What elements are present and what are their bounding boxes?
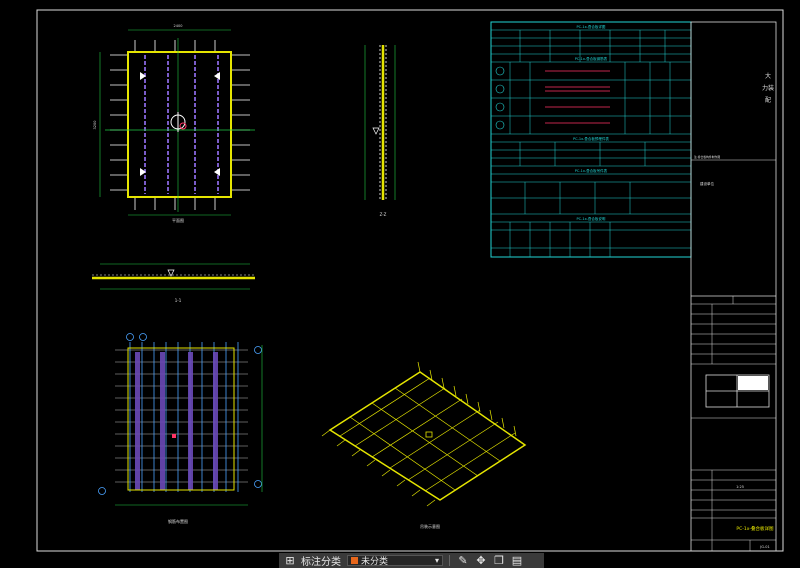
section-z-title: Z-Z — [380, 212, 387, 217]
table-title: PC-1x-叠合板详图 — [577, 24, 606, 29]
edit-icon[interactable]: ✎ — [458, 554, 468, 567]
rebar-layout-view: 钢筋布置图 — [98, 333, 263, 524]
category-color-swatch — [351, 557, 358, 564]
scale-value: 1:25 — [736, 485, 744, 489]
sheet-border — [36, 9, 784, 552]
svg-text:PC-1x-叠合板钢筋表: PC-1x-叠合板钢筋表 — [575, 56, 608, 61]
title-note: 注:叠合板构件制作图 — [694, 155, 720, 159]
section-z-view: Z-Z — [364, 45, 396, 217]
grid-icon[interactable]: ⊞ — [285, 554, 295, 567]
plan-view: 平面图 2400 3200 — [93, 24, 255, 223]
copy-icon[interactable]: ❐ — [494, 554, 504, 567]
isometric-title: 吊装示意图 — [420, 523, 440, 529]
section-1-title: 1-1 — [175, 298, 182, 303]
isometric-view: 吊装示意图 — [321, 361, 527, 529]
section-1-view: 1-1 — [92, 263, 255, 303]
category-value: 未分类 — [361, 557, 389, 567]
category-dropdown[interactable]: 未分类 ▾ — [347, 555, 443, 567]
toolbar-divider — [449, 555, 450, 566]
plan-view-title: 平面图 — [172, 217, 184, 223]
svg-text:3200: 3200 — [93, 121, 97, 130]
move-icon[interactable]: ✥ — [476, 554, 486, 567]
svg-text:PC-1x-叠合板吊件表: PC-1x-叠合板吊件表 — [575, 168, 608, 173]
company-name-3: 配 — [765, 97, 771, 104]
component-table: PC-1x-叠合板详图 PC-1x-叠合板钢筋表 PC-1x-叠合板预埋件表 P… — [490, 21, 692, 258]
drawing-number: JG-01 — [759, 545, 769, 549]
company-name-1: 大 — [765, 72, 771, 80]
paste-icon[interactable]: ▤ — [511, 554, 523, 567]
project-label: 建设单位 — [700, 181, 714, 186]
annotation-toolbar: ⊞ 标注分类 未分类 ▾ ✎ ✥ ❐ ▤ — [279, 553, 544, 568]
title-block: 大 力装 配 注:叠合板构件制作图 建设单位 PC-1x-叠合板详图 JG-01… — [690, 21, 777, 552]
chevron-down-icon: ▾ — [434, 556, 439, 565]
svg-text:PC-1x-叠合板预埋件表: PC-1x-叠合板预埋件表 — [573, 136, 609, 141]
svg-text:2400: 2400 — [174, 24, 183, 28]
sheet-title: PC-1x-叠合板详图 — [736, 525, 774, 532]
svg-text:PC-1x-叠合板说明: PC-1x-叠合板说明 — [577, 216, 606, 221]
company-name-2: 力装 — [762, 84, 774, 92]
rebar-layout-title: 钢筋布置图 — [168, 518, 188, 524]
annotate-category-label: 标注分类 — [301, 557, 341, 568]
